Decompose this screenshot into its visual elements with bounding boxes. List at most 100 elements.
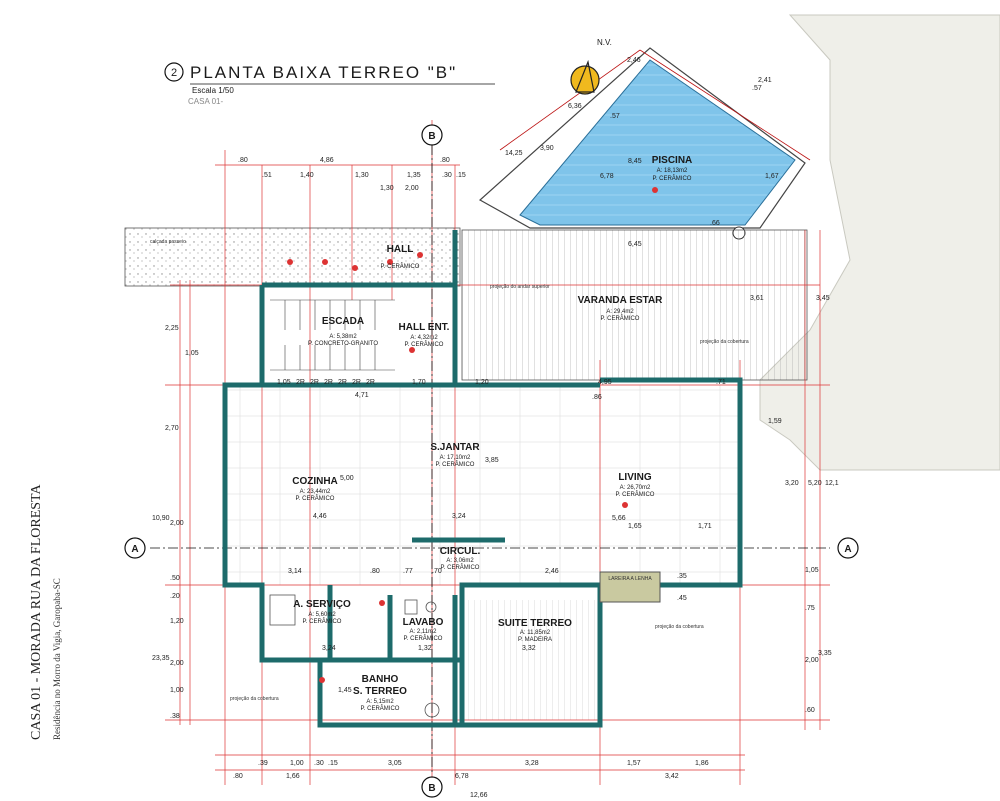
dim-int-10: 4,95 <box>598 379 612 386</box>
dim-int-28: 1,32 <box>418 645 432 652</box>
dim-int-5: 2R <box>338 379 347 386</box>
room-floor: P. CERÂMICO <box>653 175 692 182</box>
dim-pool-8: 2,41 <box>758 77 772 84</box>
dim-left-5: 2,00 <box>170 520 184 527</box>
dim-left-9: 23,35 <box>152 655 170 662</box>
dim-top2-5: 1,30 <box>380 185 394 192</box>
dim-right-8: 3,35 <box>818 650 832 657</box>
dim-bottom1-6: 3,28 <box>525 760 539 767</box>
room-escada: ESCADA A: 5,38m2 P. CONCRETO-GRANITO <box>308 316 378 347</box>
plan-title: PLANTA BAIXA TERREO "B" <box>190 63 457 82</box>
dim-int-15: 4,46 <box>313 513 327 520</box>
note-cobertura-2: projeção da cobertura <box>655 624 704 630</box>
dim-bottom1-1: .39 <box>258 760 268 767</box>
room-name: LIVING <box>618 472 652 483</box>
dim-right-1: 3,45 <box>816 295 830 302</box>
dim-top2-6: .30 <box>442 172 452 179</box>
dim-left-7: .20 <box>170 593 180 600</box>
dim-left-8: 1,20 <box>170 618 184 625</box>
axis-marker-a-left: A <box>124 537 146 559</box>
dims-pool: 14,25 3,90 6,78 8,45 1,67 6,45 2,46 2,41… <box>505 57 779 248</box>
deck-area <box>461 229 808 381</box>
walls <box>222 230 743 728</box>
dim-top2-4: 1,35 <box>407 172 421 179</box>
room-suite: SUITE TERREO A: 11,85m2 P. MADEIRA <box>498 618 572 643</box>
room-area: A: 2,11m2 <box>410 629 438 635</box>
room-area: A: 5,60m2 <box>308 612 336 618</box>
room-area: A: 4,32m2 <box>410 335 438 341</box>
dim-pool-11: .57 <box>752 85 762 92</box>
axis-marker-a-right: A <box>837 537 859 559</box>
dim-int-21: 1,71 <box>698 523 712 530</box>
stairs <box>270 299 395 371</box>
room-floor: P. MADEIRA <box>518 637 552 643</box>
dim-pool-2: 3,90 <box>540 145 554 152</box>
dim-top-2: 4,86 <box>320 157 334 164</box>
dims-interior: 1,05 2R 2R 2R 2R 2R 2R 1,70 1,20 4,95 4,… <box>277 379 782 694</box>
dim-top-3: .80 <box>440 157 450 164</box>
dim-bottom1-5: 3,05 <box>388 760 402 767</box>
room-name: COZINHA <box>292 476 338 487</box>
dim-top2-2: 1,40 <box>300 172 314 179</box>
dim-top-1: .80 <box>238 157 248 164</box>
dim-right-4: 5,20 <box>808 480 822 487</box>
dim-int-8: 1,70 <box>412 379 426 386</box>
dim-bottom1-7: 1,57 <box>627 760 641 767</box>
room-name: CIRCUL. <box>440 546 481 557</box>
room-floor: P. CERÂMICO <box>296 495 335 502</box>
dim-int-12: .71 <box>716 379 726 386</box>
dim-right-3: 3,20 <box>785 480 799 487</box>
compass-icon <box>570 59 600 95</box>
dim-bottom2-3: 6,78 <box>455 773 469 780</box>
room-servico: A. SERVIÇO A: 5,60m2 P. CERÂMICO <box>293 599 351 625</box>
dim-int-20: 1,65 <box>628 523 642 530</box>
dim-int-32: .45 <box>677 595 687 602</box>
room-area: A: 23,44m2 <box>300 489 331 495</box>
dim-int-3: 2R <box>310 379 319 386</box>
fixtures <box>269 594 440 718</box>
dim-int-1: 1,05 <box>277 379 291 386</box>
room-floor: P. CERÂMICO <box>361 705 400 712</box>
pool <box>478 47 811 240</box>
dim-bottom1-3: .30 <box>314 760 324 767</box>
suite-floor <box>462 600 602 720</box>
side-title-block: CASA 01 - MORADA RUA DA FLORESTA Residên… <box>29 484 62 740</box>
dim-int-22: 3,14 <box>288 568 302 575</box>
room-floor: P. CERÂMICO <box>381 263 420 270</box>
room-floor: P. CERÂMICO <box>441 564 480 571</box>
note-andar-superior: projeção do andar superior <box>490 284 550 290</box>
dim-int-2: 2R <box>296 379 305 386</box>
dim-int-26: 2,46 <box>545 568 559 575</box>
dim-bottom2-2: 1,66 <box>286 773 300 780</box>
axis-a-left-label: A <box>131 544 138 555</box>
dim-left-2: 1,05 <box>185 350 199 357</box>
dims-bottom: .39 1,00 .30 .15 3,05 3,28 1,57 1,86 .80… <box>233 760 709 799</box>
dim-int-14: 1,59 <box>768 418 782 425</box>
dim-left-3: 2,70 <box>165 425 179 432</box>
side-subtitle: Residência no Morro da Vigia, Garopaba-S… <box>52 578 62 740</box>
dim-pool-5: 1,67 <box>765 173 779 180</box>
room-name: ESCADA <box>322 316 364 327</box>
dim-int-7: 2R <box>366 379 375 386</box>
plan-scale: Escala 1/50 <box>192 86 234 95</box>
axis-b-top-label: B <box>428 131 435 142</box>
room-circul: CIRCUL. A: 3,06m2 P. CERÂMICO <box>440 546 481 571</box>
axis-lines <box>150 145 830 775</box>
room-area: A: 5,38m2 <box>329 334 357 340</box>
room-floor: P. CERÂMICO <box>436 461 475 468</box>
dim-left-12: .38 <box>170 713 180 720</box>
room-area: A: 11,85m2 <box>520 630 551 636</box>
dim-pool-6: 6,45 <box>628 241 642 248</box>
room-area: A: 5,15m2 <box>366 699 394 705</box>
dims-left: 2,25 1,05 2,70 10,90 2,00 .50 .20 1,20 2… <box>152 325 199 720</box>
dim-int-29: 3,32 <box>522 645 536 652</box>
dim-int-11: 4,71 <box>355 392 369 399</box>
room-varanda: VARANDA ESTAR A: 29,4m2 P. CERÂMICO <box>578 295 664 322</box>
dim-pool-9: .66 <box>710 220 720 227</box>
dim-left-11: 1,00 <box>170 687 184 694</box>
room-area: A: 17,10m2 <box>440 455 471 461</box>
dim-pool-7: 2,46 <box>627 57 641 64</box>
room-name: HALL ENT. <box>399 322 450 333</box>
room-name: HALL <box>387 244 414 255</box>
room-name: S.JANTAR <box>430 442 480 453</box>
